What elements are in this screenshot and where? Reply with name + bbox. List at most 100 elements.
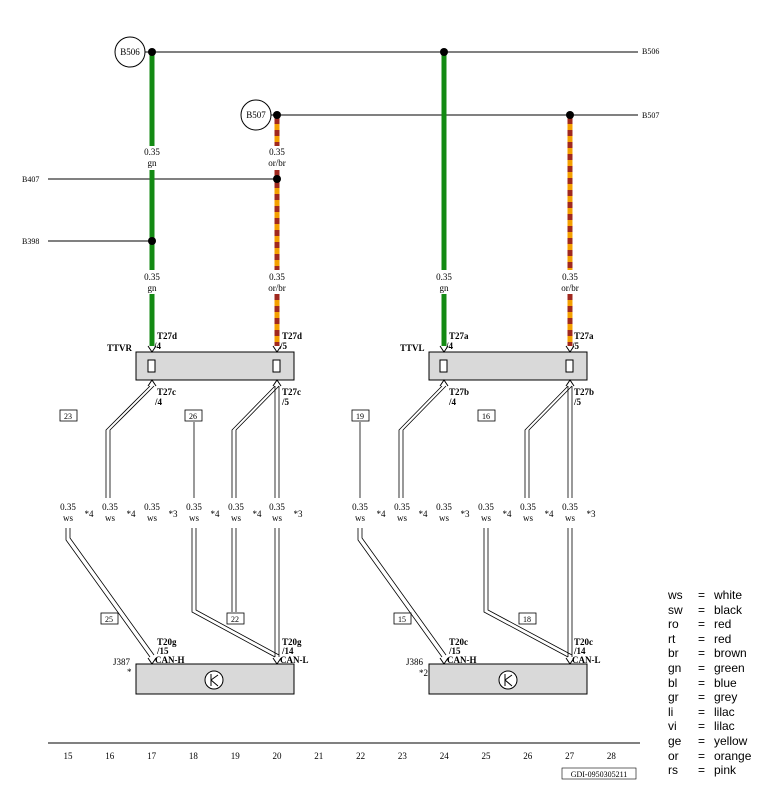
j387-label: J387 (113, 657, 131, 667)
pin-label: T27a (449, 331, 469, 341)
grid-number: 23 (398, 751, 408, 761)
ref-number: 19 (356, 412, 364, 421)
ref-number: 22 (231, 615, 239, 624)
wire-size: 0.35 (562, 272, 578, 282)
legend-row: ro=red (668, 617, 775, 632)
wire-size: 0.35 (269, 272, 285, 282)
svg-text:*4: *4 (211, 509, 221, 519)
legend-row: ws=white (668, 588, 775, 603)
pin-label: /4 (154, 397, 163, 407)
pin-label: /14 (573, 646, 586, 656)
legend-code: br (668, 646, 679, 661)
ws-wires-lower (65, 528, 573, 658)
legend-code: ge (668, 733, 682, 748)
svg-text:*3: *3 (587, 509, 597, 519)
legend-code: rs (668, 763, 678, 778)
svg-text:0.35: 0.35 (520, 502, 536, 512)
legend-code: sw (668, 602, 683, 617)
pin-label: T20c (449, 637, 468, 647)
legend-name: orange (714, 748, 752, 763)
svg-text:ws: ws (272, 513, 282, 523)
pin-label: /5 (571, 341, 580, 351)
legend-code: gn (668, 660, 682, 675)
svg-text:*4: *4 (545, 509, 555, 519)
legend-row: ge=yellow (668, 734, 775, 749)
legend-name: lilac (714, 704, 735, 719)
pin-label: CAN-H (447, 655, 477, 665)
legend-row: br=brown (668, 646, 775, 661)
legend-code: ro (668, 617, 679, 632)
svg-text:0.35: 0.35 (269, 502, 285, 512)
legend-name: red (714, 631, 732, 646)
grid-number: 18 (189, 751, 199, 761)
b507-circle (240, 99, 272, 131)
footnote-star2: *2 (419, 668, 428, 678)
svg-text:0.35: 0.35 (60, 502, 76, 512)
wire-color: gn (148, 283, 158, 293)
legend-code: or (668, 748, 679, 763)
legend-row: li=lilac (668, 705, 775, 720)
svg-text:0.35: 0.35 (394, 502, 410, 512)
svg-text:0.35: 0.35 (228, 502, 244, 512)
pin-label: /4 (448, 397, 457, 407)
j386-label: J386 (406, 657, 424, 667)
junction-dot (148, 48, 156, 56)
legend-row: vi=lilac (668, 719, 775, 734)
control-unit-icon (204, 670, 518, 690)
legend-equals: = (698, 660, 706, 675)
pin-label: CAN-L (280, 655, 309, 665)
legend-row: sw=black (668, 603, 775, 618)
wire-size: 0.35 (269, 147, 285, 157)
ref-number: 18 (523, 615, 531, 624)
edge-label-b398: B398 (22, 237, 39, 246)
grid-number: 26 (523, 751, 533, 761)
legend-equals: = (698, 704, 706, 719)
svg-text:*4: *4 (503, 509, 513, 519)
legend-row: gr=grey (668, 690, 775, 705)
grid-number: 21 (314, 751, 323, 761)
pin-label: T27c (282, 387, 301, 397)
svg-text:*3: *3 (169, 509, 179, 519)
junction-dot (273, 111, 281, 119)
svg-text:ws: ws (565, 513, 575, 523)
pin-label: /5 (573, 397, 582, 407)
pin-label: T20g (282, 637, 302, 647)
svg-text:*4: *4 (127, 509, 137, 519)
svg-text:ws: ws (63, 513, 73, 523)
legend-equals: = (698, 690, 706, 705)
svg-text:ws: ws (147, 513, 157, 523)
legend-equals: = (698, 733, 706, 748)
grid-number: 25 (482, 751, 492, 761)
pin-arrows (147, 345, 575, 387)
pin-label: /4 (153, 341, 162, 351)
pin-label: /15 (156, 646, 169, 656)
doc-id-box (561, 767, 637, 780)
ref-number: 16 (482, 412, 490, 421)
wire-color: or/br (561, 283, 579, 293)
svg-text:*4: *4 (253, 509, 263, 519)
wire-color: or/br (268, 158, 286, 168)
ref-number: 23 (64, 412, 72, 421)
wire-size: 0.35 (144, 147, 160, 157)
ref-number: 15 (398, 615, 406, 624)
junction-dot (440, 48, 448, 56)
junction-dot (273, 175, 281, 183)
svg-text:*3: *3 (461, 509, 471, 519)
legend-equals: = (698, 646, 706, 661)
edge-label-b407: B407 (22, 175, 39, 184)
svg-text:0.35: 0.35 (562, 502, 578, 512)
grid-number: 28 (607, 751, 617, 761)
b506-circle (114, 36, 146, 68)
ref-number: 26 (189, 412, 197, 421)
legend-equals: = (698, 763, 706, 778)
svg-text:0.35: 0.35 (144, 502, 160, 512)
pin-label: T27d (157, 331, 177, 341)
junction-dot (148, 237, 156, 245)
b506-label: B506 (120, 47, 140, 57)
grid-number: 19 (231, 751, 241, 761)
legend-name: green (714, 660, 745, 675)
legend-row: rt=red (668, 632, 775, 647)
control-unit-icon-glyph (210, 674, 513, 687)
footnote-star: * (127, 667, 132, 677)
